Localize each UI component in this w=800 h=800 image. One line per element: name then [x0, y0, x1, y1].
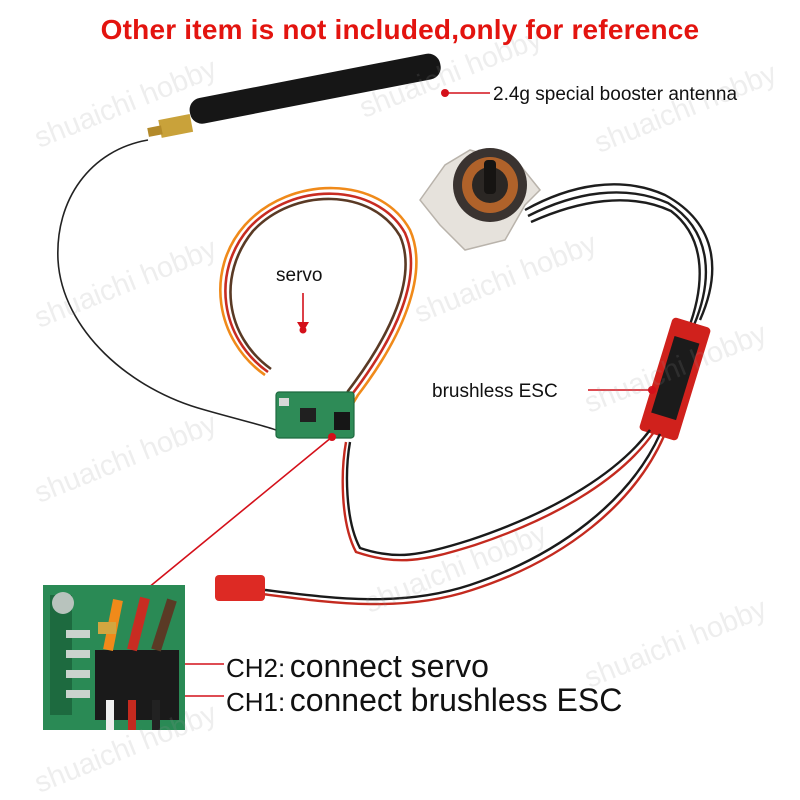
esc-pointer-dot — [648, 386, 656, 394]
receiver-board — [275, 391, 355, 439]
channel-separator: : — [278, 653, 286, 683]
headline: Other item is not included,only for refe… — [100, 14, 700, 45]
motor-leads — [524, 183, 714, 331]
antenna-cable — [57, 139, 277, 431]
channel-desc: connect brushless ESC — [289, 682, 623, 718]
antenna-pointer-dot — [441, 89, 449, 97]
servo-pointer-dot — [299, 326, 307, 334]
esc-wires — [261, 429, 666, 606]
channel-separator: : — [278, 687, 286, 717]
red-connector — [215, 575, 265, 601]
antenna — [147, 53, 441, 138]
board-pointer-dot — [328, 433, 336, 441]
channel-ch1: CH1: connect brushless ESC — [226, 682, 622, 719]
channel-desc: connect servo — [289, 648, 489, 684]
esc-label: brushless ESC — [432, 381, 558, 402]
brushless-motor — [419, 148, 542, 251]
servo-cable — [219, 186, 418, 421]
esc-body — [639, 317, 711, 441]
servo-label: servo — [276, 265, 323, 286]
pointer-lines — [147, 92, 652, 697]
channel-code: CH2 — [226, 653, 279, 683]
zoom-inset — [43, 585, 185, 730]
channel-code: CH1 — [226, 687, 279, 717]
antenna-label: 2.4g special booster antenna — [493, 84, 738, 105]
channel-ch2: CH2: connect servo — [226, 648, 489, 685]
